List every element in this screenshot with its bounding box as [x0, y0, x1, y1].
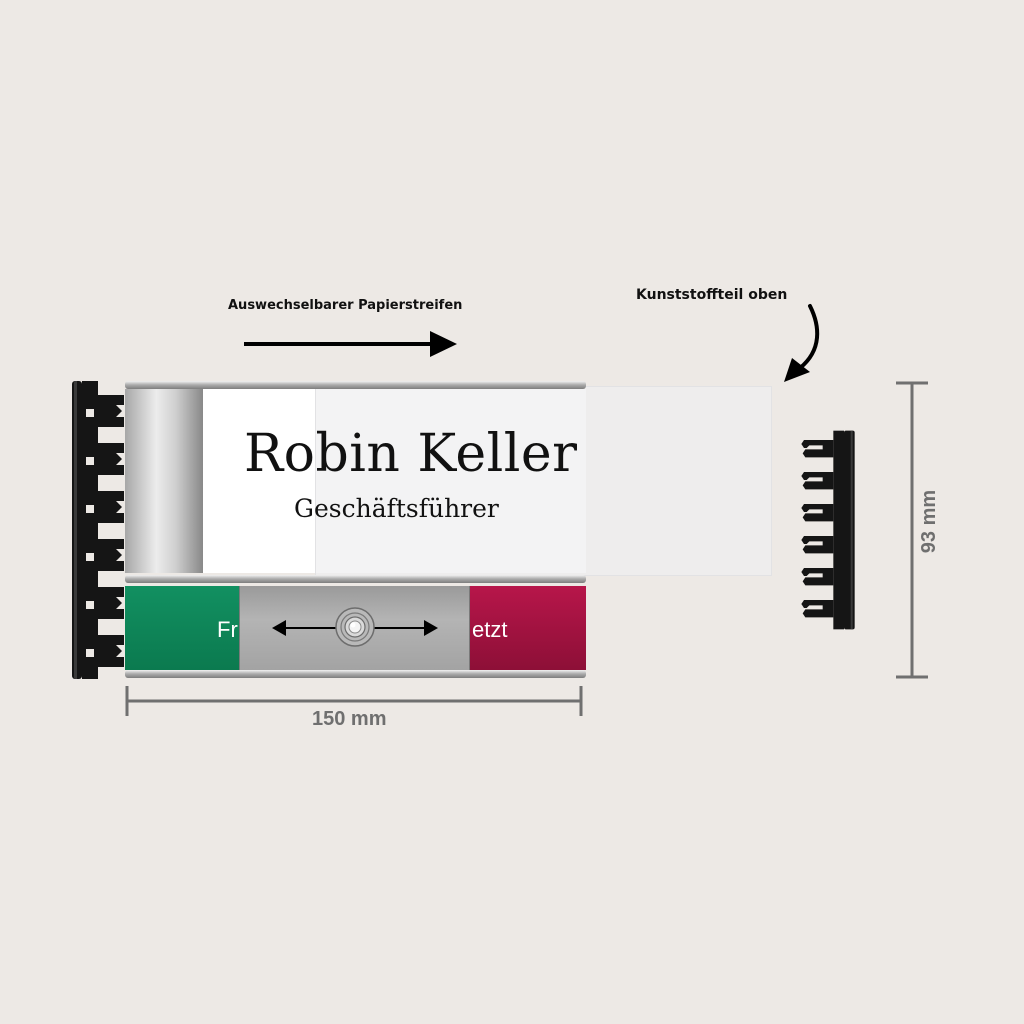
metal-edge: [125, 389, 203, 573]
height-dimension-line: [896, 381, 928, 679]
curved-arrow-icon: [784, 304, 820, 382]
width-dimension-label: 150 mm: [312, 708, 387, 730]
arrow-right-icon: [244, 331, 457, 357]
width-dimension-line: [125, 686, 583, 716]
person-role: Geschäftsführer: [294, 494, 499, 523]
left-plastic-bracket: [72, 381, 124, 679]
bottom-rail: [125, 670, 586, 678]
top-rail: [125, 381, 586, 389]
paper-strip-visible: [203, 389, 315, 573]
plastic-part-label: Kunststoffteil oben: [636, 287, 788, 303]
right-plastic-bracket: [801, 430, 855, 630]
height-dimension-label: 93 mm: [918, 489, 941, 554]
middle-rail: [125, 575, 586, 583]
paper-strip-label: Auswechselbarer Papierstreifen: [228, 298, 463, 313]
status-free-text: Fr: [217, 617, 238, 642]
person-name: Robin Keller: [244, 424, 578, 484]
knob-icon[interactable]: [333, 605, 377, 649]
status-busy-text: etzt: [472, 617, 508, 642]
